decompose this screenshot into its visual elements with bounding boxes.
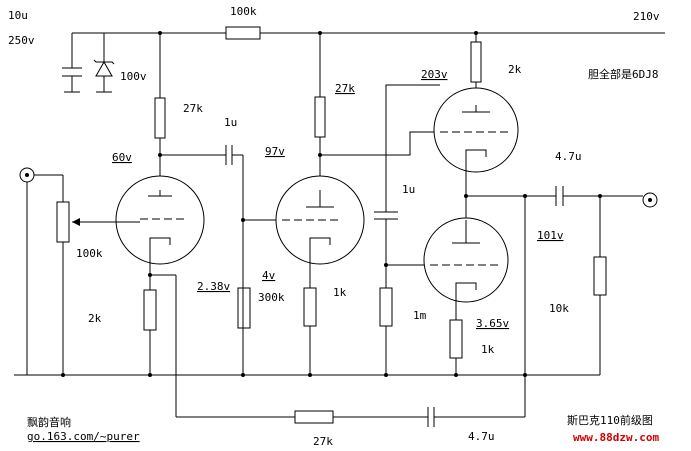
label-r-1k-3: 1k — [481, 343, 495, 356]
label-v-101: 101v — [537, 229, 564, 242]
volume-pot-100k — [56, 175, 80, 375]
label-pot-100k: 100k — [76, 247, 103, 260]
label-v-210: 210v — [633, 10, 660, 23]
diagram-title: 斯巴克110前级图 — [567, 413, 653, 427]
grid-resistor-1m — [379, 287, 393, 375]
cathode-resistor-1k-2 — [303, 264, 317, 375]
watermark: www.88dzw.com — [573, 431, 659, 444]
author-url: go.163.com/~purer — [27, 430, 140, 443]
tube-v1 — [72, 175, 205, 265]
label-r-10k: 10k — [549, 302, 569, 315]
label-v-60: 60v — [112, 151, 132, 164]
author-label: 飘韵音响 — [27, 415, 71, 429]
coupling-cap-1u-1 — [160, 145, 244, 375]
label-r-27k-2: 27k — [335, 82, 355, 95]
output-resistor-10k — [593, 196, 607, 375]
label-c-1u-1: 1u — [224, 116, 237, 129]
label-r-1k-2: 1k — [333, 286, 347, 299]
feedback-network — [176, 196, 526, 427]
coupling-cap-1u-2 — [374, 84, 440, 288]
output-jack — [642, 192, 658, 208]
label-c-4-7u-out: 4.7u — [555, 150, 582, 163]
label-r-100k-top: 100k — [230, 5, 257, 18]
v2-plate-to-v3-grid — [320, 131, 440, 156]
label-v-97: 97v — [265, 145, 285, 158]
label-cap-250v: 250v — [8, 34, 35, 47]
label-c-1u-2: 1u — [402, 183, 415, 196]
label-r-27k-fb: 27k — [313, 435, 333, 448]
output-cap-4-7u — [466, 186, 643, 206]
label-r-27k-1: 27k — [183, 102, 203, 115]
zener-diode — [93, 33, 115, 93]
ground-bus — [27, 373, 600, 377]
input-jack — [14, 167, 63, 376]
label-r-1m: 1m — [413, 309, 427, 322]
label-v-3-65: 3.65v — [476, 317, 509, 330]
cathode-resistor-2k-1 — [143, 255, 177, 417]
tube-v4 — [423, 217, 509, 303]
label-note-6dj8: 胆全部是6DJ8 — [588, 67, 659, 81]
plate-resistor-27k-1 — [154, 33, 166, 190]
label-r-300k: 300k — [258, 291, 285, 304]
label-v-2-38: 2.38v — [197, 280, 230, 293]
label-c-4-7u-fb: 4.7u — [468, 430, 495, 443]
label-r-2k-1: 2k — [88, 312, 102, 325]
plate-resistor-27k-2 — [314, 33, 326, 190]
label-r-2k-top: 2k — [508, 63, 522, 76]
label-cap-10u: 10u — [8, 9, 28, 22]
label-zener-100v: 100v — [120, 70, 147, 83]
label-v-203: 203v — [421, 68, 448, 81]
label-v-4: 4v — [262, 269, 276, 282]
grid-resistor-300k — [237, 287, 251, 329]
resistor-100k-top — [225, 26, 261, 40]
filter-capacitor — [62, 33, 82, 93]
tube-v3 — [433, 87, 519, 173]
cathode-resistor-1k-3 — [449, 302, 463, 375]
tube-v2 — [275, 175, 365, 265]
